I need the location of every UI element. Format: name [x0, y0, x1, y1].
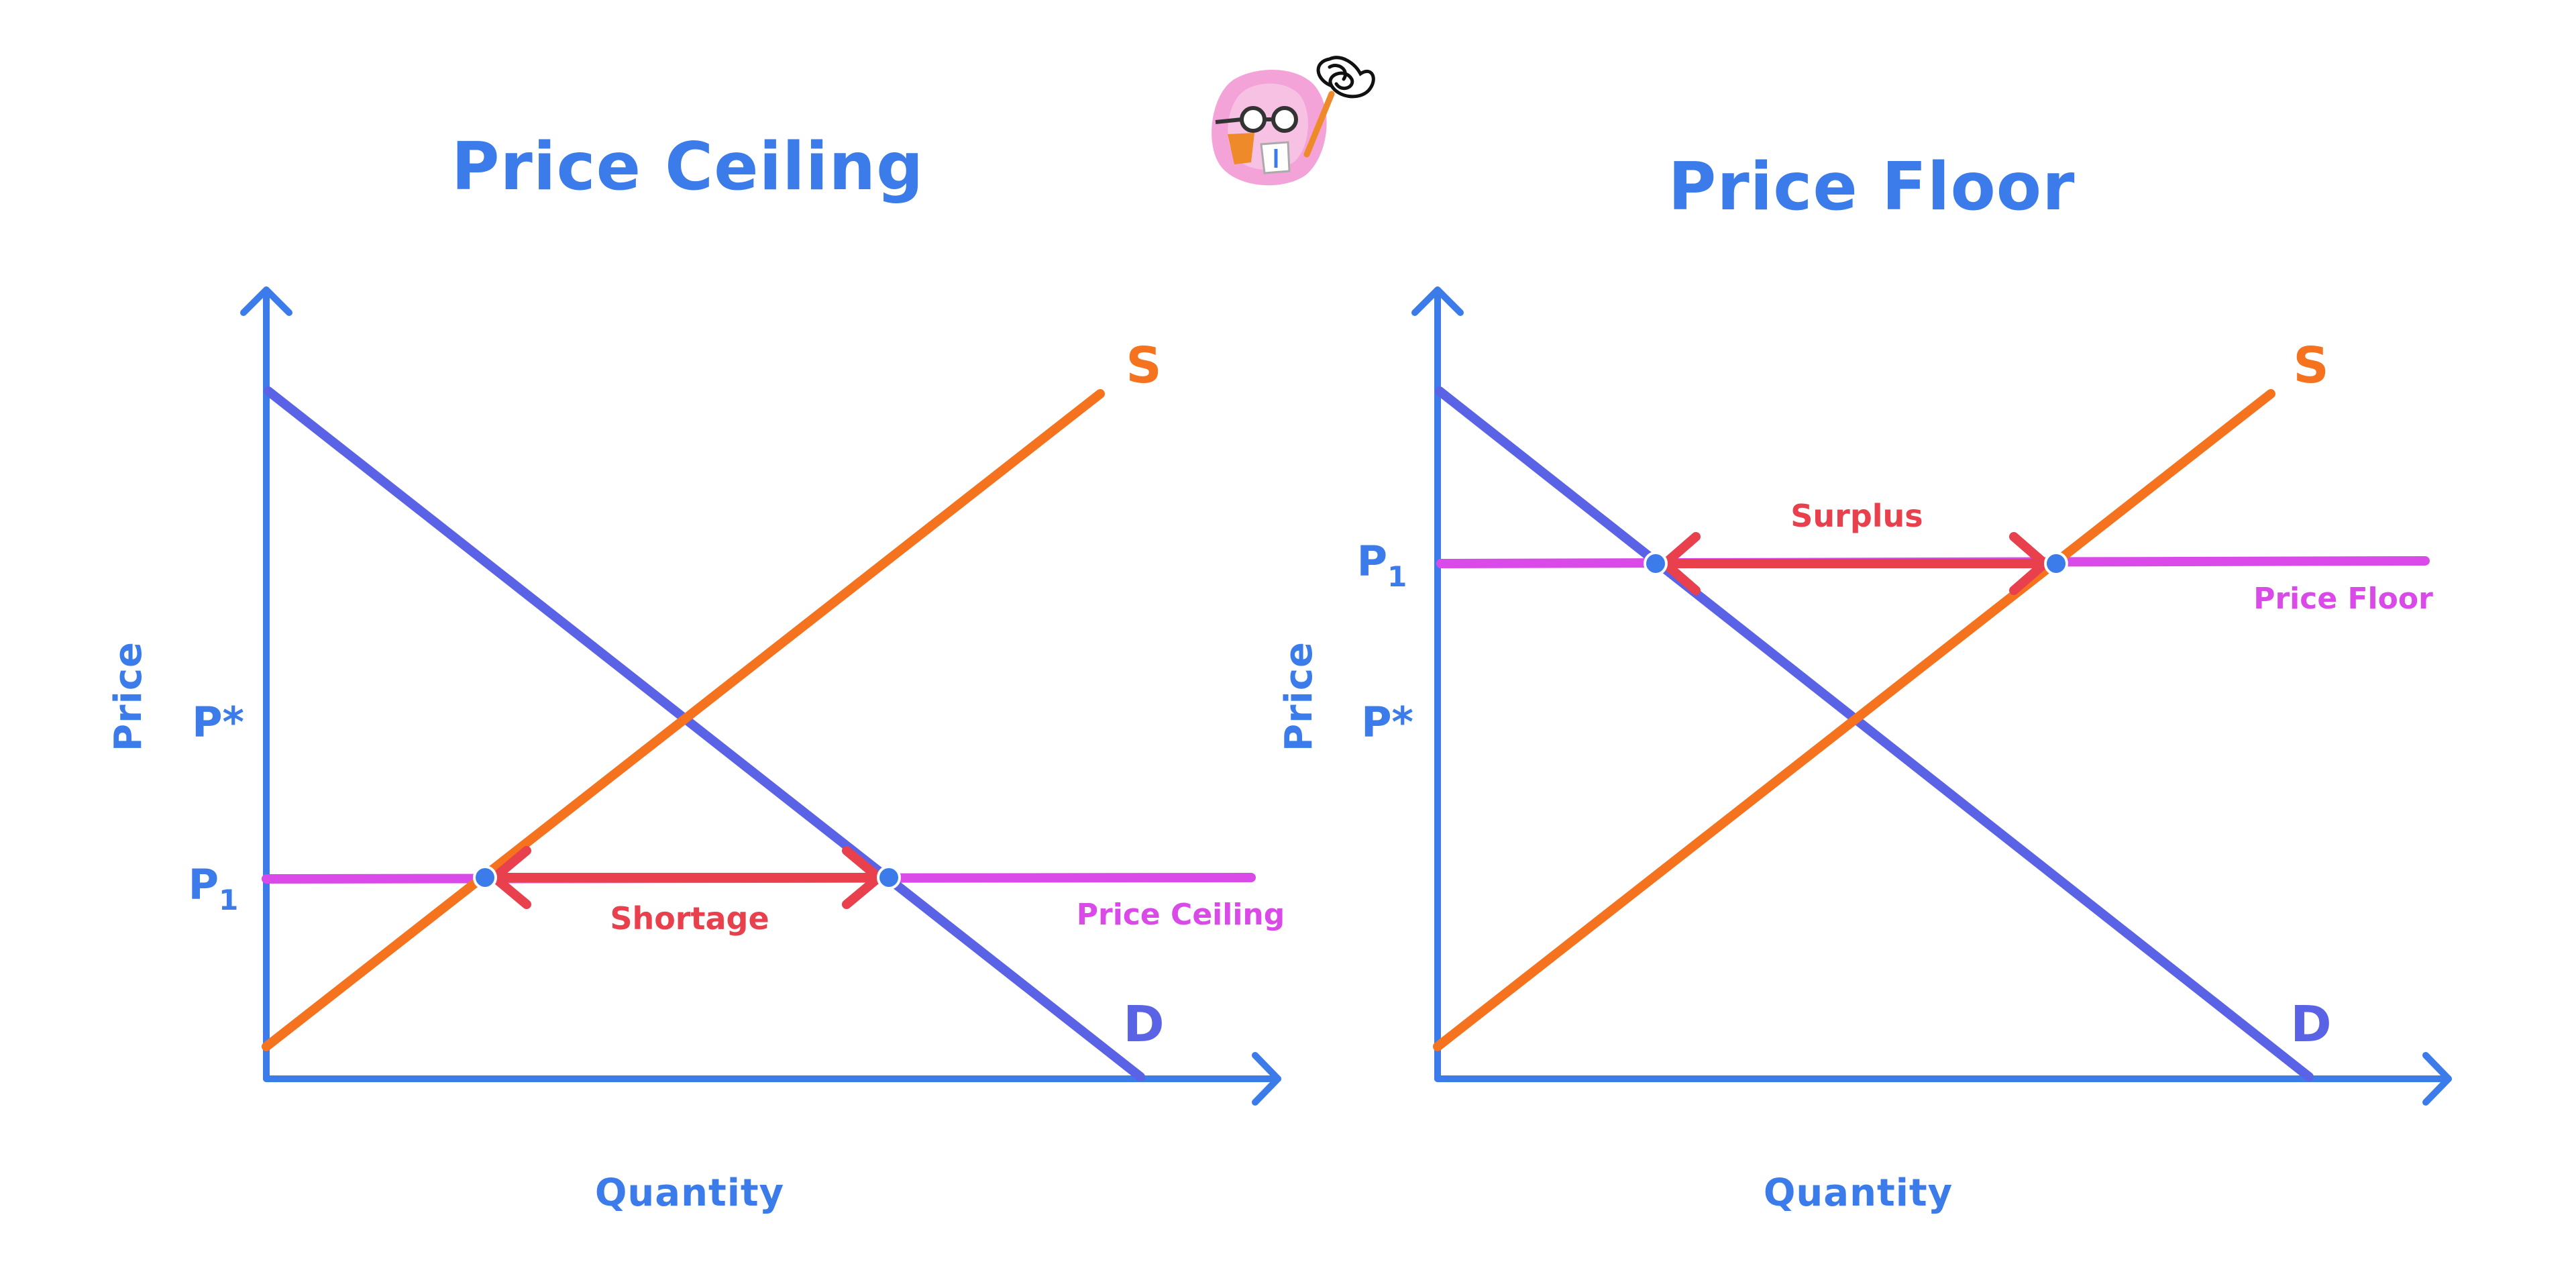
- price-floor-panel: Price Floor Surplus Price Floor S D P1 P…: [1277, 149, 2452, 1215]
- shortage-label: Shortage: [610, 900, 769, 937]
- demand-quantity-point: [877, 865, 901, 890]
- p-star-label: P*: [192, 698, 244, 747]
- surplus-label: Surplus: [1790, 498, 1923, 534]
- shortage-arrow: [488, 846, 883, 909]
- y-axis-arrowhead: [240, 286, 292, 316]
- y-axis-label: Price: [107, 641, 150, 751]
- price-ceiling-axes: [240, 286, 1281, 1106]
- professor-mascot-icon: [1212, 56, 1375, 186]
- p1-label-main: P: [189, 860, 219, 909]
- demand-label: D: [1123, 996, 1164, 1053]
- demand-quantity-point: [1644, 551, 1668, 576]
- x-axis-label: Quantity: [595, 1171, 784, 1215]
- supply-curve: [262, 389, 1105, 1051]
- supply-label: S: [1126, 337, 1161, 394]
- price-floor-title: Price Floor: [1668, 149, 2076, 225]
- p1-label: P1: [189, 860, 239, 916]
- price-floor-line-label: Price Floor: [2253, 582, 2433, 616]
- y-axis-label: Price: [1277, 641, 1321, 751]
- p1-label-main: P: [1357, 537, 1387, 586]
- surplus-arrow: [1659, 532, 2051, 595]
- demand-curve: [264, 386, 1145, 1081]
- p1-label-subscript: 1: [219, 884, 238, 916]
- x-axis-arrowhead: [2422, 1052, 2452, 1106]
- supply-quantity-point: [473, 865, 497, 890]
- x-axis-label: Quantity: [1764, 1171, 1953, 1215]
- price-floor-axes: [1411, 286, 2452, 1106]
- y-axis-arrowhead: [1411, 286, 1464, 316]
- p-star-label: P*: [1361, 698, 1413, 747]
- supply-quantity-point: [2044, 551, 2068, 576]
- supply-label: S: [2293, 337, 2328, 394]
- x-axis-arrowhead: [1252, 1052, 1281, 1106]
- p1-label-subscript: 1: [1387, 560, 1407, 593]
- price-ceiling-panel: Price Ceiling Shortage Price Ceiling S D…: [107, 129, 1285, 1215]
- demand-label: D: [2290, 996, 2331, 1053]
- p1-label: P1: [1357, 537, 1407, 593]
- price-ceiling-title: Price Ceiling: [451, 129, 924, 205]
- supply-curve: [1433, 389, 2275, 1051]
- demand-curve: [1435, 386, 2314, 1081]
- price-ceiling-line-label: Price Ceiling: [1077, 898, 1285, 932]
